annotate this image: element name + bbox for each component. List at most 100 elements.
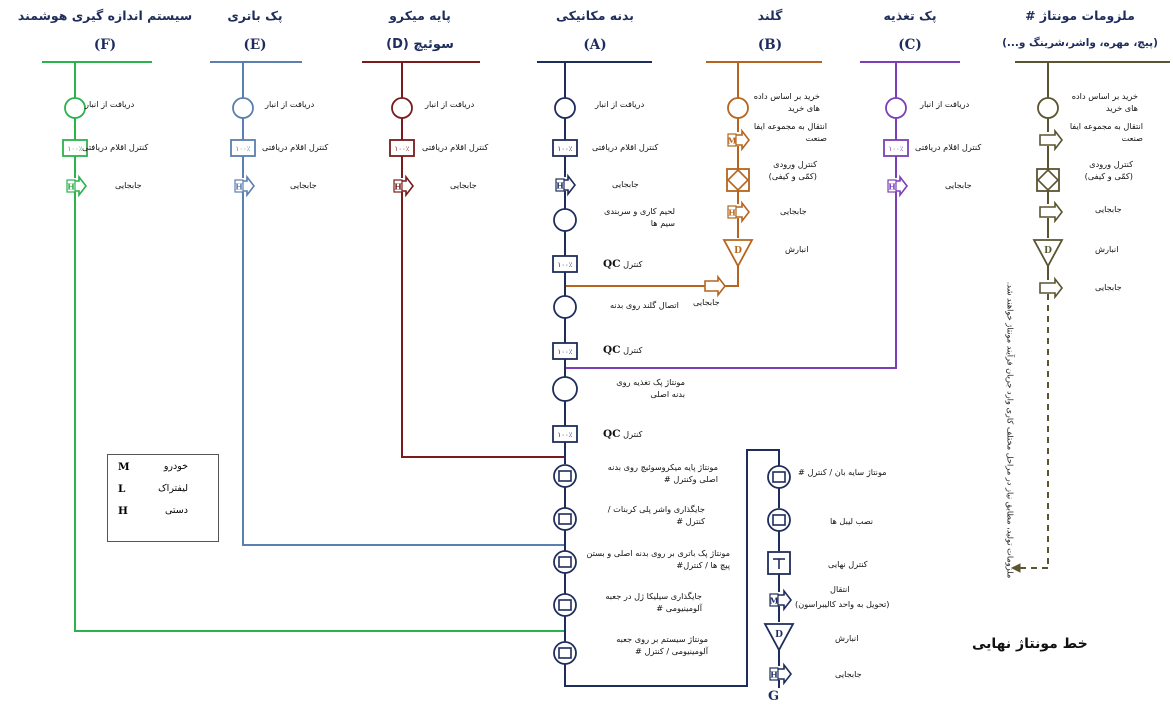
a-check-label: کنترل اقلام دریافتی [592, 142, 659, 152]
c-check-box-text: ۱۰۰٪ [888, 145, 903, 153]
header-d-title: پایه میکرو [389, 8, 451, 23]
a-to-g-connector [564, 449, 780, 687]
g-transfer-arrow-letter-box [769, 593, 779, 607]
g-mount-cover-label: مونتاژ سایه بان / کنترل # [798, 467, 887, 477]
a-check-box-text: ۱۰۰٪ [557, 145, 572, 153]
header-b-letter: (B) [757, 37, 783, 53]
d-receive-label: دریافت از انبار [425, 99, 475, 109]
final-line-title: خط مونتاژ نهایی [972, 636, 1088, 652]
a-mount-switch-label: مونتاژ پایه میکروسوئیچ روی بدنه اصلی وکن… [607, 462, 718, 484]
f-receive-circle [64, 97, 86, 119]
d-check-label: کنترل اقلام دریافتی [422, 142, 489, 152]
e-receive-label: دریافت از انبار [265, 99, 315, 109]
g-labels-label: نصب لیبل ها [830, 516, 874, 526]
a-weld-circle [553, 208, 577, 232]
legend-row-h: H دستی [108, 505, 218, 525]
header-a-letter: (A) [583, 37, 607, 53]
g-storage-letter: D [775, 630, 783, 640]
a-receive-circle [554, 97, 576, 119]
g-move-arrow-letter: H [770, 670, 778, 680]
legend-value-h: دستی [165, 505, 188, 516]
g-storage [763, 623, 795, 652]
b-to-a-connector [723, 266, 739, 287]
g-final-check-label: کنترل نهایی [828, 559, 868, 569]
a-qc3-tag: QC [603, 428, 621, 440]
b-move-label: جابجایی [780, 206, 807, 216]
a-mount-switch-combo-square [558, 470, 572, 482]
e-check-box-text: ۱۰۰٪ [235, 145, 250, 153]
legend-key-l: L [118, 483, 126, 495]
h-buy-label: خرید بر اساس داده های خرید [1071, 91, 1138, 113]
b-buy-circle [727, 97, 749, 119]
g-store-label: انبارش [835, 633, 859, 643]
a-mount-system-label: مونتاژ سیستم بر روی جعبه آلومینیومی / کن… [616, 634, 708, 656]
a-qc2-label: کنترل QC [603, 344, 642, 356]
d-move-label: جابجایی [450, 180, 477, 190]
a-place-gel-label: جایگذاری سیلیکا ژل در جعبه آلومینیومی # [605, 591, 702, 613]
header-h-title: ملزومات مونتاژ # [1025, 8, 1135, 23]
h-storage [1032, 239, 1064, 268]
b-transfer-arrow-letter: M [728, 136, 737, 146]
legend-row-m: M خودرو [108, 461, 218, 481]
b-move-arrow-letter-box [727, 205, 737, 219]
a-move-arrow-letter: H [556, 181, 564, 191]
h-store-label: انبارش [1095, 244, 1119, 254]
c-move-label: جابجایی [945, 180, 972, 190]
d-to-a-connector [401, 192, 565, 458]
a-qc3-text: کنترل [623, 429, 643, 439]
h-buy-circle [1037, 97, 1059, 119]
c-receive-circle [885, 97, 907, 119]
legend-key-h: H [118, 505, 128, 517]
g-mount-cover-combo-square [772, 471, 786, 483]
e-to-a-connector [242, 192, 565, 546]
f-move-arrow-letter: H [67, 182, 75, 192]
a-place-gel-combo-square [558, 599, 572, 611]
b-buy-label: خرید بر اساس داده های خرید [753, 91, 820, 113]
g-move-arrow-letter-box [769, 667, 779, 681]
e-check-label: کنترل اقلام دریافتی [262, 142, 329, 152]
legend-box: M خودرو L لیفتراک H دستی [107, 454, 219, 542]
b-move2-label: جابجایی [693, 297, 720, 307]
a-qc1-text: کنترل [623, 259, 643, 269]
a-move-label: جابجایی [612, 179, 639, 189]
header-c-letter: (C) [898, 37, 922, 53]
a-mount-system-combo-square [558, 647, 572, 659]
h-note-box: ملزومات تولید، مطابق نیاز در مراحل مختلف… [950, 280, 1070, 580]
legend-value-l: لیفتراک [158, 483, 188, 494]
a-mount-supply-label: مونتاژ پک تغذیه روی بدنه اصلی [616, 377, 685, 399]
header-e-title: پک باتری [227, 8, 283, 23]
b-inspect-label: کنترل ورودی (کمّی و کیفی) [768, 159, 817, 181]
c-receive-label: دریافت از انبار [920, 99, 970, 109]
g-transfer-sub-label: (تحویل به واحد کالیبراسون) [795, 599, 890, 609]
a-weld-label: لحیم کاری و سربندی سیم ها [603, 206, 675, 228]
d-check-box-text: ۱۰۰٪ [394, 145, 409, 153]
header-b-title: گلند [757, 8, 783, 23]
d-move-arrow-letter-box [393, 179, 403, 193]
header-e-letter: (E) [243, 37, 267, 53]
d-receive-circle [391, 97, 413, 119]
a-qc3-box-text: ۱۰۰٪ [557, 431, 572, 439]
h-inspect-box-diamond [1036, 168, 1060, 192]
e-move-arrow-letter-box [234, 179, 244, 193]
c-to-a-connector [565, 192, 897, 369]
legend-key-m: M [118, 461, 130, 473]
a-attach-gland-label: اتصال گلند روی بدنه [610, 300, 679, 310]
f-to-a-connector [74, 192, 566, 643]
h-dashed-arrowhead [1010, 563, 1021, 573]
header-f-letter: (F) [93, 37, 117, 53]
b-move-arrow-letter: H [728, 208, 736, 218]
c-check-label: کنترل اقلام دریافتی [915, 142, 982, 152]
header-h-sub: (پیچ، مهره، واشر،شرینگ و...) [1002, 37, 1158, 49]
c-move-arrow-letter-box [887, 179, 897, 193]
g-transfer-label: انتقال [830, 584, 850, 594]
f-move-arrow-letter-box [66, 179, 76, 193]
b-move2-arrow [704, 274, 727, 298]
b-storage-letter: D [734, 246, 742, 256]
header-f-title: سیستم اندازه گیری هوشمند [17, 8, 193, 23]
h-transfer-label: انتقال به مجموعه ایفا صنعت [1069, 121, 1143, 143]
legend-row-l: L لیفتراک [108, 483, 218, 503]
e-move-arrow-letter: H [235, 182, 243, 192]
h-move-label: جابجایی [1095, 204, 1122, 214]
h-note: ملزومات تولید، مطابق نیاز در مراحل مختلف… [1005, 281, 1016, 579]
